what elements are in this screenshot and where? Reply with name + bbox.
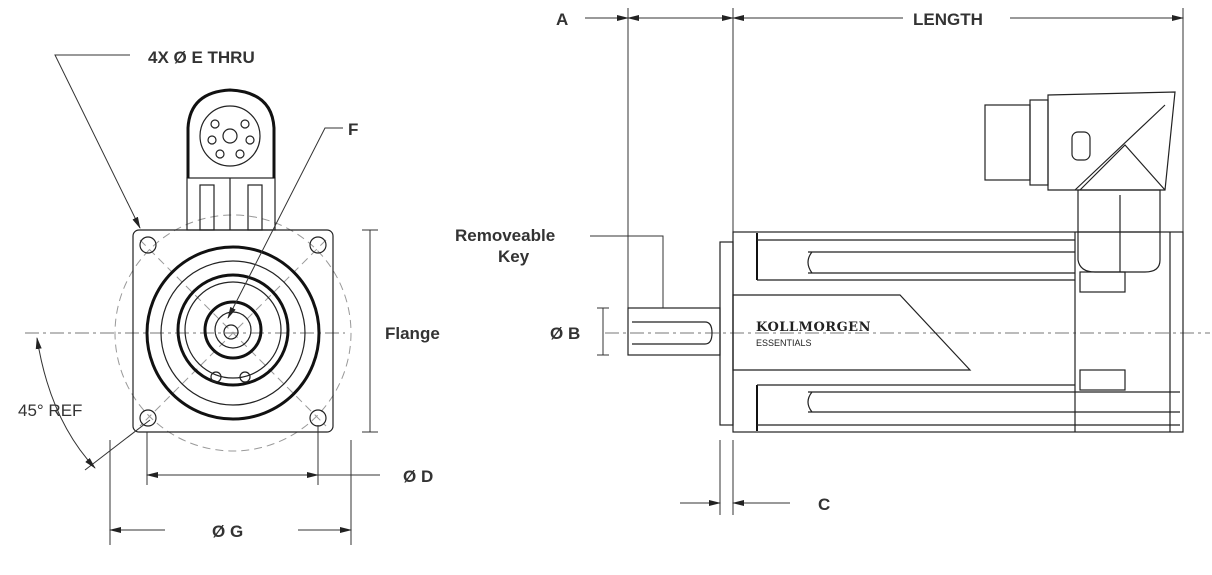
front-plate xyxy=(719,241,734,426)
f-label: F xyxy=(348,120,358,139)
connector-side xyxy=(984,91,1176,273)
c-label: C xyxy=(818,495,830,514)
d-label: Ø D xyxy=(403,467,433,486)
side-view: A LENGTH KOLLMORGEN ESSENTIALS xyxy=(455,8,1210,515)
logo-panel xyxy=(732,294,972,371)
holes-label: 4X Ø E THRU xyxy=(148,48,255,67)
pilot-circle xyxy=(145,245,321,421)
bolt-circle xyxy=(114,214,352,452)
g-label: Ø G xyxy=(212,522,243,541)
angle-label: 45° REF xyxy=(18,401,82,420)
key-label-line1: Removeable xyxy=(455,226,555,245)
front-view: 4X Ø E THRU F Flange 45° REF Ø D Ø G xyxy=(18,48,440,545)
length-label: LENGTH xyxy=(913,10,983,29)
shaft xyxy=(627,307,721,356)
f-leader xyxy=(227,127,343,319)
flange-label: Flange xyxy=(385,324,440,343)
brand-sub: ESSENTIALS xyxy=(756,338,812,348)
holes-leader xyxy=(54,54,141,229)
a-label: A xyxy=(556,10,568,29)
brand-logo: KOLLMORGEN xyxy=(756,320,871,335)
flange-square xyxy=(132,229,334,433)
b-label: Ø B xyxy=(550,324,580,343)
keyway xyxy=(632,321,713,345)
connector-front xyxy=(186,88,276,231)
key-label-line2: Key xyxy=(498,247,530,266)
shaft-end xyxy=(223,324,239,340)
key-leader xyxy=(590,235,664,308)
